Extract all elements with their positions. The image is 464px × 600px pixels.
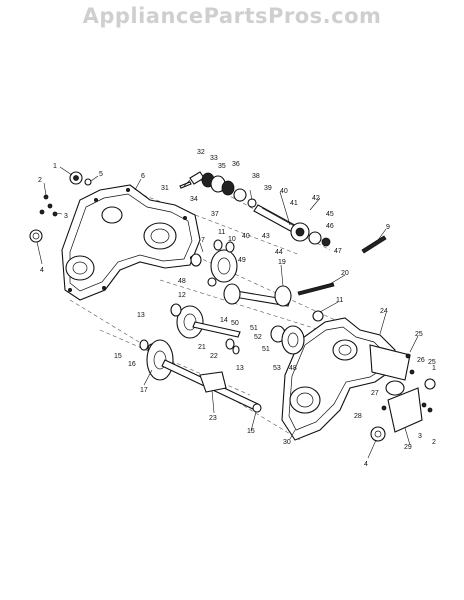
callout-16: 16 xyxy=(128,361,136,368)
bracket xyxy=(387,387,423,433)
callout-44: 44 xyxy=(275,249,283,256)
lower-axle xyxy=(139,339,262,413)
callout-45: 45 xyxy=(326,211,334,218)
callout-35: 35 xyxy=(218,163,226,170)
callout-31: 31 xyxy=(161,185,169,192)
callout-5: 5 xyxy=(99,171,103,178)
callout-14: 14 xyxy=(220,317,228,324)
callout-48b: 48 xyxy=(289,365,297,372)
callout-42: 42 xyxy=(312,195,320,202)
callout-22: 22 xyxy=(210,353,218,360)
callout-43: 43 xyxy=(262,233,270,240)
callout-11: 11 xyxy=(218,229,225,236)
callout-49: 49 xyxy=(238,257,246,264)
callout-28: 28 xyxy=(354,413,362,420)
callout-21: 21 xyxy=(198,344,206,351)
watermark-text: AppliancePartsPros.com xyxy=(82,4,382,28)
callout-13b: 13 xyxy=(236,365,244,372)
callout-4b: 4 xyxy=(364,461,368,468)
callout-9: 9 xyxy=(386,224,390,231)
callout-2: 2 xyxy=(38,177,42,184)
upper-shaft-assembly xyxy=(179,171,331,247)
callout-53: 53 xyxy=(273,365,281,372)
callout-7: 7 xyxy=(201,237,205,244)
callout-24: 24 xyxy=(380,308,388,315)
callout-47: 47 xyxy=(334,248,342,255)
callout-37: 37 xyxy=(211,211,219,218)
callout-labels: 1 2 3 4 5 6 7 9 10 11 12 13 14 15 16 17 … xyxy=(38,149,436,468)
callout-27: 27 xyxy=(371,390,379,397)
callout-19: 19 xyxy=(278,259,286,266)
lower-gears xyxy=(170,303,305,355)
callout-40: 40 xyxy=(280,188,288,195)
callout-48: 48 xyxy=(178,278,186,285)
callout-3: 3 xyxy=(64,213,68,220)
left-housing xyxy=(61,184,201,301)
callout-29: 29 xyxy=(404,444,412,451)
right-hardware xyxy=(370,353,436,442)
callout-51b: 51 xyxy=(262,346,270,353)
right-housing xyxy=(281,317,411,441)
callout-11b: 11 xyxy=(336,297,343,304)
callout-32: 32 xyxy=(197,149,205,156)
callout-38: 38 xyxy=(252,173,260,180)
callout-1: 1 xyxy=(53,163,57,170)
callout-46: 46 xyxy=(326,223,334,230)
callout-17: 17 xyxy=(140,387,148,394)
callout-2b: 2 xyxy=(432,439,436,446)
callout-40b: 40 xyxy=(242,233,250,240)
callout-15: 15 xyxy=(114,353,122,360)
callout-34: 34 xyxy=(190,196,198,203)
callout-26: 26 xyxy=(417,357,425,364)
callout-50: 50 xyxy=(231,320,239,327)
callout-20: 20 xyxy=(341,270,349,277)
callout-13: 13 xyxy=(137,312,145,319)
callout-25: 25 xyxy=(415,331,423,338)
callout-4: 4 xyxy=(40,267,44,274)
callout-41: 41 xyxy=(290,200,298,207)
callout-15b: 15 xyxy=(247,428,255,435)
callout-23: 23 xyxy=(209,415,217,422)
callout-52: 52 xyxy=(254,334,262,341)
callout-3b: 3 xyxy=(418,433,422,440)
callout-39: 39 xyxy=(264,185,272,192)
leader-lines xyxy=(36,166,419,459)
left-hardware xyxy=(29,171,92,243)
callout-36: 36 xyxy=(232,161,240,168)
callout-1b: 1 xyxy=(432,365,436,372)
callout-33: 33 xyxy=(210,155,218,162)
middle-gears xyxy=(190,239,324,322)
callout-51: 51 xyxy=(250,325,258,332)
callout-30: 30 xyxy=(283,439,291,446)
callout-25b: 25 xyxy=(428,359,436,366)
callout-10: 10 xyxy=(228,236,236,243)
callout-12: 12 xyxy=(178,292,186,299)
chains xyxy=(297,235,387,296)
callout-6: 6 xyxy=(141,173,145,180)
